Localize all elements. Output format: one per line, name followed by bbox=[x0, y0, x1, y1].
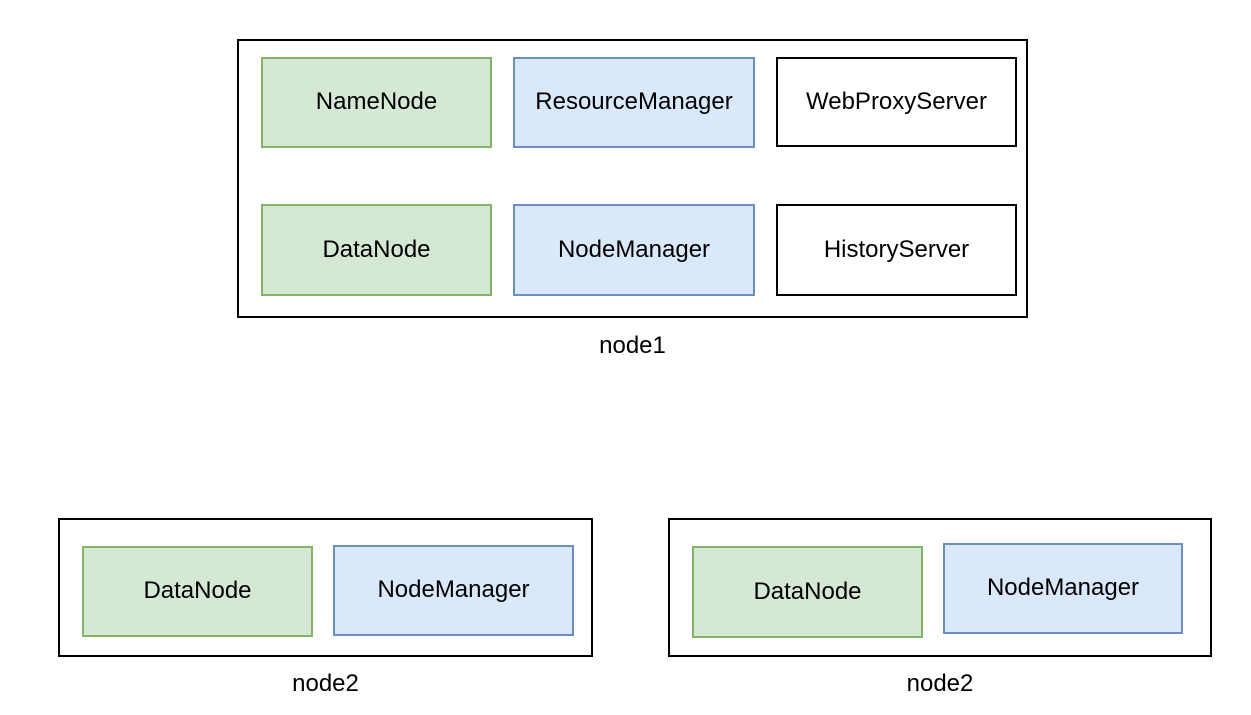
process-box-datanode: DataNode bbox=[261, 204, 492, 296]
process-box-label: DataNode bbox=[143, 577, 252, 605]
node2-right-label: node2 bbox=[906, 670, 974, 697]
node1-label: node1 bbox=[599, 332, 666, 359]
node1-container: NameNode ResourceManager WebProxyServer … bbox=[237, 39, 1028, 318]
process-box-historyserver: HistoryServer bbox=[776, 204, 1017, 296]
process-box-nodemanager: NodeManager bbox=[513, 204, 755, 296]
process-box-label: DataNode bbox=[322, 235, 431, 263]
process-box-label: NodeManager bbox=[377, 576, 530, 604]
process-box-datanode: DataNode bbox=[692, 546, 923, 638]
process-box-webproxyserver: WebProxyServer bbox=[776, 57, 1017, 147]
process-box-label: WebProxyServer bbox=[806, 87, 987, 115]
node2-left-container: DataNode NodeManager bbox=[58, 518, 593, 657]
process-box-label: HistoryServer bbox=[823, 235, 970, 263]
process-box-label: NameNode bbox=[315, 88, 438, 116]
process-box-namenode: NameNode bbox=[261, 57, 492, 148]
process-box-label: DataNode bbox=[753, 577, 862, 605]
node2-right-container: DataNode NodeManager bbox=[668, 518, 1212, 657]
process-box-resourcemanager: ResourceManager bbox=[513, 57, 755, 148]
process-box-label: NodeManager bbox=[986, 574, 1140, 602]
process-box-nodemanager: NodeManager bbox=[943, 543, 1183, 634]
process-box-nodemanager: NodeManager bbox=[333, 545, 574, 636]
process-box-label: NodeManager bbox=[557, 235, 711, 263]
node2-left-label: node2 bbox=[292, 670, 359, 697]
process-box-label: ResourceManager bbox=[535, 88, 733, 116]
process-box-datanode: DataNode bbox=[82, 546, 313, 637]
